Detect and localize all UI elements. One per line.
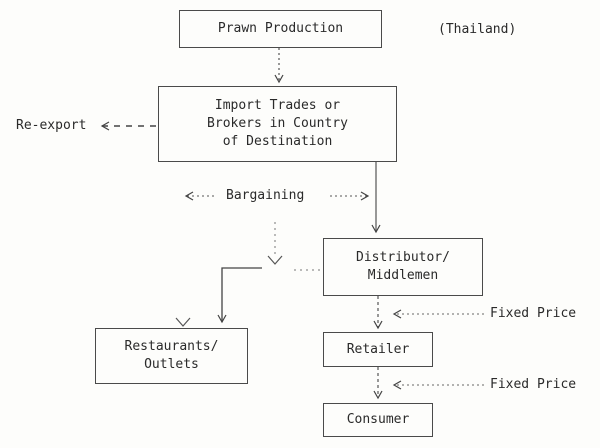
retailer-label: Retailer xyxy=(346,341,410,357)
distributor-label: Distributor/ Middlemen xyxy=(356,250,450,283)
junction-arrowhead xyxy=(267,255,283,265)
import-trades-box: Import Trades or Brokers in Country of D… xyxy=(158,86,397,162)
thailand-label: (Thailand) xyxy=(438,22,517,37)
arrow-distributor-to-restaurants xyxy=(217,267,262,324)
distributor-box: Distributor/ Middlemen xyxy=(323,238,483,296)
restaurants-box: Restaurants/ Outlets xyxy=(95,328,248,384)
fixed-price-label-1: Fixed Price xyxy=(490,306,577,321)
consumer-box: Consumer xyxy=(323,403,433,437)
bargaining-label: Bargaining xyxy=(226,188,305,203)
consumer-label: Consumer xyxy=(346,412,410,427)
prawn-production-box: Prawn Production xyxy=(179,10,382,48)
re-export-label: Re-export xyxy=(16,118,87,133)
retailer-box: Retailer xyxy=(323,332,433,367)
fixed-price-label-2: Fixed Price xyxy=(490,377,577,392)
prawn-production-label: Prawn Production xyxy=(217,21,344,36)
restaurants-label: Restaurants/ Outlets xyxy=(124,339,219,372)
restaurants-secondary-arrowhead xyxy=(175,317,191,327)
import-trades-label: Import Trades or Brokers in Country of D… xyxy=(207,98,348,149)
